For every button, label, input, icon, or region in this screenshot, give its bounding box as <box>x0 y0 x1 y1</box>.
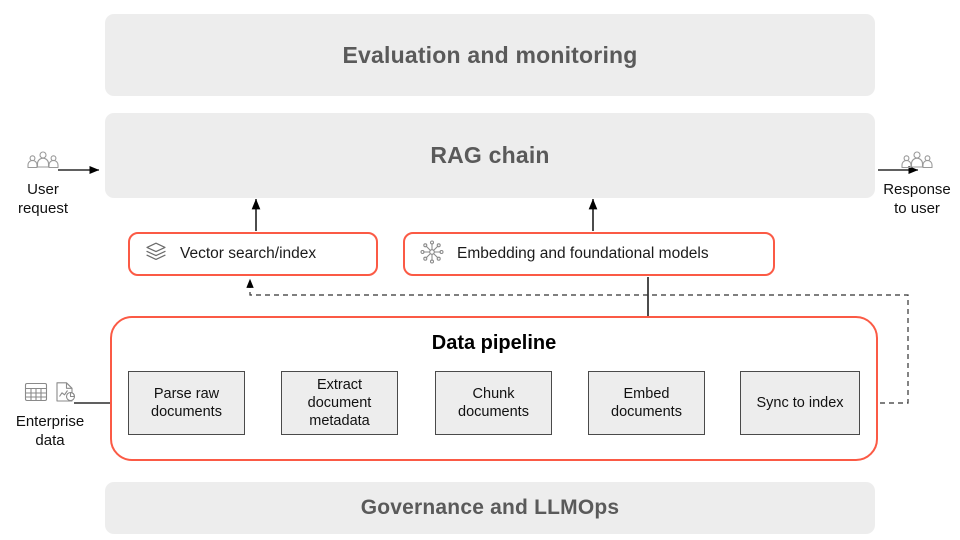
people-group-icon <box>26 150 60 178</box>
enterprise-data-icons <box>23 380 77 410</box>
stacked-layers-icon <box>144 240 168 269</box>
embedding-foundational-models-label: Embedding and foundational models <box>457 245 709 262</box>
vector-search-index-label: Vector search/index <box>180 245 317 262</box>
pipeline-step-extract-document-metadata[interactable]: Extract document metadata <box>281 371 398 435</box>
enterprise-data-label: Enterprise data <box>15 412 85 449</box>
endpoint-user-request: User request <box>4 150 82 218</box>
document-chart-icon <box>53 380 77 410</box>
table-grid-icon <box>23 380 49 410</box>
pipeline-step-embed-documents[interactable]: Embed documents <box>588 371 705 435</box>
endpoint-enterprise-data: Enterprise data <box>0 380 100 450</box>
endpoint-response-to-user: Response to user <box>876 150 958 218</box>
response-to-user-label: Response to user <box>883 180 951 217</box>
banner-evaluation-and-monitoring: Evaluation and monitoring <box>105 14 875 96</box>
model-snowflake-icon <box>419 239 445 270</box>
people-group-icon <box>900 150 934 178</box>
user-request-label: User request <box>17 180 69 217</box>
dashed-sync-to-vector-index <box>246 278 909 404</box>
banner-governance-and-llmops: Governance and LLMOps <box>105 482 875 534</box>
pipeline-step-parse-raw-documents[interactable]: Parse raw documents <box>128 371 245 435</box>
data-pipeline-title: Data pipeline <box>431 332 557 354</box>
banner-rag-chain: RAG chain <box>105 113 875 198</box>
component-vector-search-index[interactable]: Vector search/index <box>128 232 378 276</box>
pipeline-step-chunk-documents[interactable]: Chunk documents <box>435 371 552 435</box>
component-embedding-foundational-models[interactable]: Embedding and foundational models <box>403 232 775 276</box>
pipeline-step-sync-to-index[interactable]: Sync to index <box>740 371 860 435</box>
